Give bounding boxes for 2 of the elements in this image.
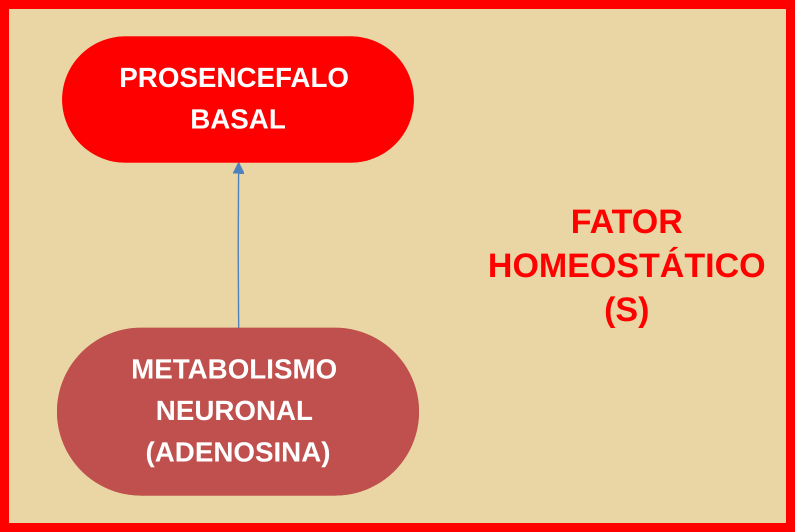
heading-text: FATOR HOMEOSTÁTICO (S) xyxy=(486,202,767,332)
arrow xyxy=(232,162,245,330)
